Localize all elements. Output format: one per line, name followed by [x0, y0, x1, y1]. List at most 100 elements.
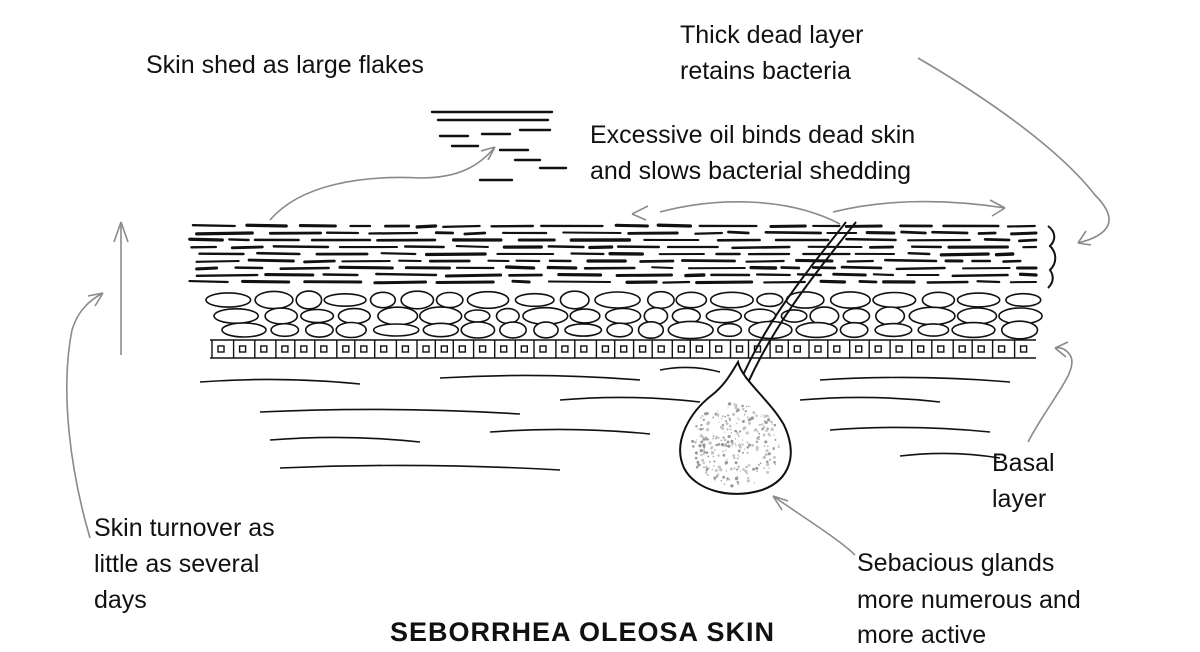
spinous-cell	[500, 322, 526, 338]
basal-nucleus	[301, 346, 307, 352]
gland-speckle	[735, 461, 738, 464]
gland-speckle	[756, 441, 758, 443]
dermis-fibers	[200, 367, 1010, 470]
dead-cell-dash	[443, 226, 479, 227]
gland-speckle	[736, 469, 738, 471]
gland-speckle	[747, 477, 749, 479]
gland-speckle	[729, 479, 731, 481]
spinous-cell	[918, 324, 948, 336]
gland-speckle	[722, 450, 724, 452]
basal-nucleus	[834, 346, 840, 352]
gland-speckle	[739, 446, 742, 449]
gland-speckle	[739, 430, 741, 432]
gland-speckle	[722, 415, 724, 417]
dead-cell-dash	[197, 261, 239, 262]
gland-speckle	[717, 410, 718, 411]
gland-speckle	[734, 430, 736, 432]
gland-speckle	[751, 444, 753, 446]
dead-cell-dash	[663, 282, 689, 283]
spinous-cell	[706, 309, 741, 322]
basal-nucleus	[501, 346, 507, 352]
gland-speckle	[715, 444, 717, 446]
spinous-cell	[301, 310, 334, 323]
dermis-fiber	[900, 453, 1000, 458]
dead-cell-dash	[729, 232, 749, 233]
gland-speckle	[726, 477, 729, 480]
spinous-cell	[265, 308, 297, 324]
gland-speckle	[700, 454, 703, 457]
gland-speckle	[695, 457, 698, 460]
gland-speckle	[742, 439, 744, 441]
gland-speckle	[725, 422, 728, 425]
gland-speckle	[742, 420, 745, 423]
dead-cell-dash	[897, 268, 945, 269]
dead-cell-dash	[616, 225, 647, 226]
basal-nucleus	[794, 346, 800, 352]
dead-cell-dash	[821, 281, 844, 282]
dead-cell-dash	[465, 233, 485, 234]
spinous-cell	[952, 323, 995, 338]
gland-speckle	[697, 428, 699, 430]
gland-speckle	[715, 437, 718, 440]
spinous-cell	[423, 323, 458, 336]
spinous-cell	[607, 323, 632, 337]
gland-speckle	[699, 428, 702, 431]
turnover-label-line: days	[94, 583, 147, 617]
gland-speckle	[765, 430, 767, 432]
gland-speckle	[725, 461, 728, 464]
basal-label-line: layer	[992, 482, 1046, 516]
spinous-cell	[570, 309, 600, 323]
gland-speckle	[709, 461, 711, 463]
gland-speckle	[766, 460, 769, 463]
gland-speckle	[733, 467, 735, 469]
gland-speckle	[748, 464, 751, 467]
gland-speckle	[700, 449, 703, 452]
gland-speckle	[762, 423, 763, 424]
spinous-cell	[757, 294, 783, 307]
spinous-cell	[378, 307, 418, 325]
spinous-cell	[465, 310, 490, 322]
dead-cell-dash	[375, 282, 426, 283]
gland-speckle	[748, 444, 751, 447]
gland-speckle	[700, 424, 702, 426]
gland-speckle	[702, 428, 704, 430]
spinous-cell	[338, 309, 370, 324]
gland-speckle	[764, 421, 765, 422]
dead-layer-label-line: retains bacteria	[680, 54, 851, 88]
dead-cell-dash	[909, 253, 930, 254]
gland-speckle	[771, 421, 773, 423]
gland-speckle	[757, 431, 759, 433]
gland-speckle	[760, 424, 762, 426]
gland-speckle	[714, 449, 716, 451]
gland-speckle	[778, 446, 780, 448]
dead-cell-dash	[382, 253, 416, 254]
basal-nucleus	[521, 346, 527, 352]
gland-speckle	[774, 424, 776, 426]
gland-speckle	[692, 445, 695, 448]
basal-nucleus	[776, 346, 782, 352]
dead-cell-dash	[340, 267, 392, 268]
gland-speckle	[742, 468, 745, 471]
dead-cell-dash	[641, 261, 673, 262]
gland-speckle	[773, 456, 776, 459]
dead-cell-dash	[1008, 226, 1035, 227]
basal-nucleus	[938, 346, 944, 352]
gland-speckle	[770, 428, 773, 431]
dead-cell-dash	[697, 282, 752, 283]
gland-speckle	[754, 429, 756, 431]
gland-speckle	[727, 414, 729, 416]
spinous-cell	[222, 323, 266, 337]
gland-speckle	[712, 456, 714, 458]
gland-speckle	[705, 471, 708, 474]
gland-speckle	[716, 413, 719, 416]
gland-speckle	[766, 464, 767, 465]
dead-cell-dash	[928, 282, 968, 283]
basal-nucleus	[321, 346, 327, 352]
gland-speckle	[772, 423, 773, 424]
basal-nucleus	[402, 346, 408, 352]
gland-speckle	[718, 443, 721, 446]
spinous-cell	[371, 292, 396, 307]
gland-speckle	[716, 436, 717, 437]
gland-speckle	[728, 402, 731, 405]
gland-speckle	[725, 450, 726, 451]
